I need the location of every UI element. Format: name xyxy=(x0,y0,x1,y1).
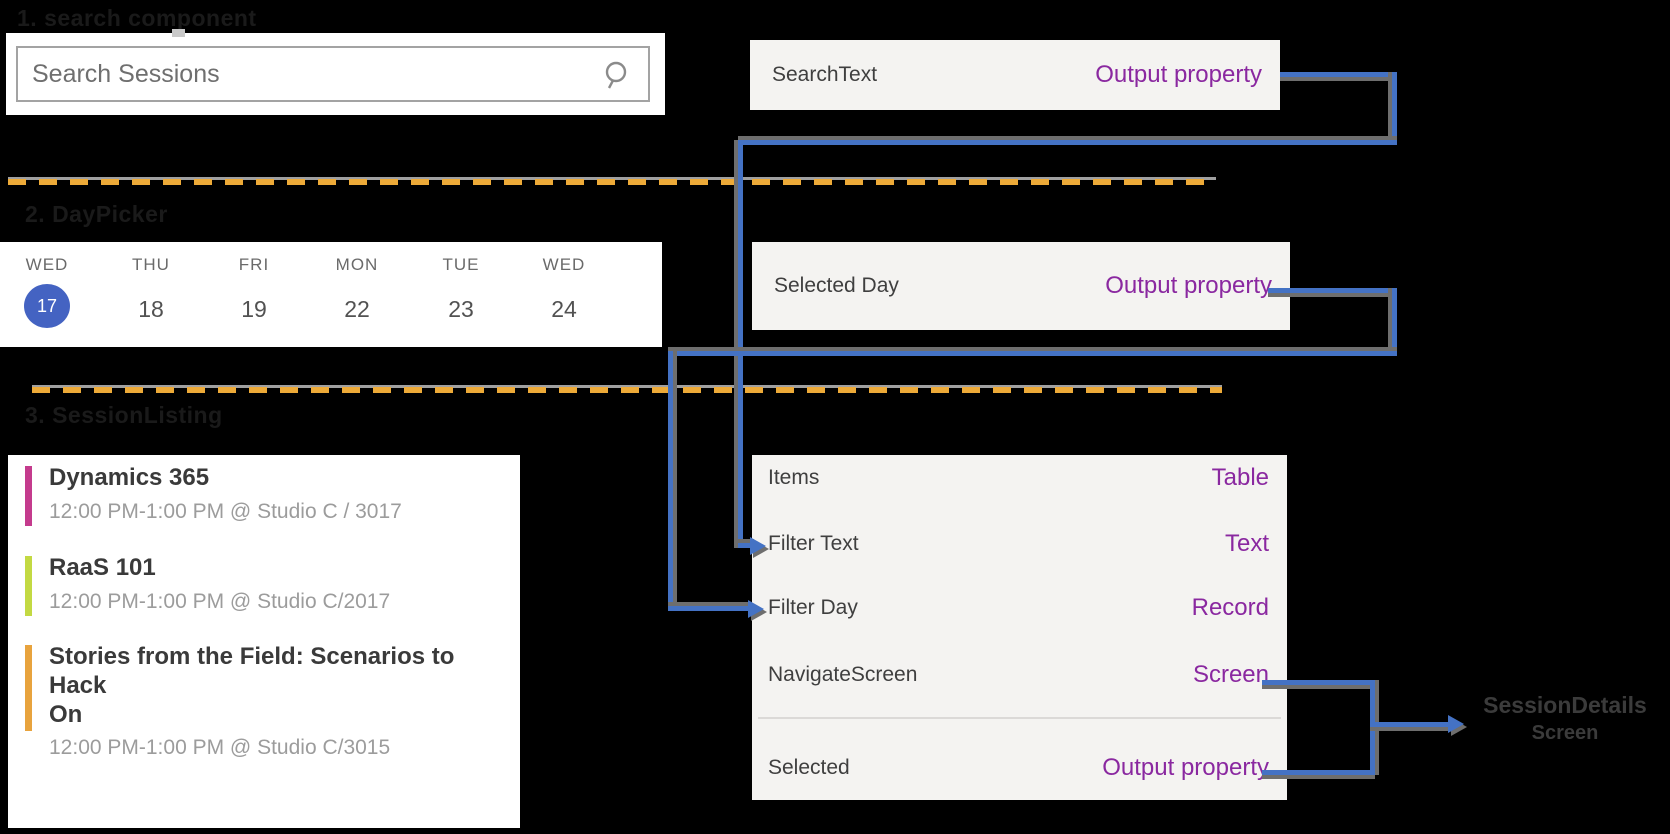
search-icon[interactable] xyxy=(600,58,636,99)
session-time: 12:00 PM-1:00 PM @ Studio C/3015 xyxy=(49,736,391,760)
search-input[interactable]: Search Sessions xyxy=(16,46,650,102)
day-cell-mon-22[interactable]: MON 22 xyxy=(305,242,409,331)
connector-selected-seg xyxy=(1262,770,1375,775)
connector-searchtext-seg xyxy=(1280,72,1392,77)
session-color-bar xyxy=(25,645,32,731)
property-type: Screen xyxy=(1192,661,1269,688)
day-cell-wed-17[interactable]: WED 17 xyxy=(0,242,99,328)
property-row-items[interactable]: Items Table xyxy=(768,461,1269,495)
target-screen-line2: Screen xyxy=(1531,722,1599,744)
dashed-separator-2 xyxy=(32,385,1222,394)
property-row-selected[interactable]: Selected Output property xyxy=(768,751,1269,785)
day-number[interactable]: 19 xyxy=(241,296,267,322)
connector-searchtext-seg xyxy=(738,543,754,548)
day-label: WED xyxy=(542,255,586,274)
sessiondetails-screen-label: SessionDetails Screen xyxy=(1470,692,1660,745)
property-label: Items xyxy=(768,466,820,489)
property-row-navigatescreen[interactable]: NavigateScreen Screen xyxy=(768,658,1269,692)
day-number[interactable]: 24 xyxy=(551,296,577,322)
session-color-bar xyxy=(25,556,32,616)
dashed-separator-1 xyxy=(8,177,1216,186)
session-title: Stories from the Field: Scenarios to Hac… xyxy=(49,643,455,728)
panel-divider xyxy=(758,717,1281,719)
connector-bracket-seg xyxy=(1370,722,1450,727)
property-row-filter-text[interactable]: Filter Text Text xyxy=(768,527,1269,561)
connector-selectedday-seg xyxy=(668,606,750,611)
day-cell-tue-23[interactable]: TUE 23 xyxy=(409,242,513,331)
session-time: 12:00 PM-1:00 PM @ Studio C / 3017 xyxy=(49,499,402,523)
connector-selectedday-seg xyxy=(1268,288,1397,293)
property-label: Filter Day xyxy=(768,596,858,619)
day-label: THU xyxy=(132,255,170,274)
property-label: Selected xyxy=(768,756,850,779)
searchtext-property-row[interactable]: SearchText Output property xyxy=(750,40,1280,110)
connector-bracket-seg xyxy=(1370,680,1375,775)
search-component-panel: Search Sessions xyxy=(6,33,665,115)
connector-navigatescreen-seg xyxy=(1262,680,1375,685)
sessionlisting-component: Dynamics 365 12:00 PM-1:00 PM @ Studio C… xyxy=(8,455,520,828)
connector-searchtext-seg xyxy=(738,140,743,548)
session-time: 12:00 PM-1:00 PM @ Studio C/2017 xyxy=(49,589,391,613)
selectedday-label: Selected Day xyxy=(774,274,899,297)
day-label: WED xyxy=(25,255,69,274)
property-type: Text xyxy=(1224,530,1269,557)
session-title: Dynamics 365 xyxy=(49,464,210,491)
searchtext-label: SearchText xyxy=(772,63,878,86)
sessionlisting-properties-panel: Items Table Filter Text Text Filter Day … xyxy=(752,455,1287,800)
day-cell-fri-19[interactable]: FRI 19 xyxy=(202,242,306,331)
day-cell-thu-18[interactable]: THU 18 xyxy=(99,242,203,331)
section-heading-sessionlisting: 3. SessionListing xyxy=(25,402,223,428)
section-heading-daypicker: 2. DayPicker xyxy=(25,201,168,227)
section-heading-search-component: 1. search component xyxy=(17,5,257,31)
cursor-artifact xyxy=(172,29,185,37)
connector-searchtext-seg xyxy=(738,140,1397,145)
property-label: NavigateScreen xyxy=(768,663,918,686)
day-label: TUE xyxy=(442,255,480,274)
session-title: RaaS 101 xyxy=(49,554,156,581)
connector-selectedday-seg xyxy=(668,351,1397,356)
session-item-raas-101[interactable]: RaaS 101 12:00 PM-1:00 PM @ Studio C/201… xyxy=(25,554,492,616)
selectedday-type: Output property xyxy=(1105,272,1272,299)
property-row-filter-day[interactable]: Filter Day Record xyxy=(768,591,1269,625)
day-number-selected[interactable]: 17 xyxy=(24,284,70,328)
property-label: Filter Text xyxy=(768,532,859,555)
day-number[interactable]: 23 xyxy=(448,296,474,322)
arrow-into-filter-day xyxy=(748,600,764,618)
property-type: Record xyxy=(1191,594,1269,621)
searchtext-type: Output property xyxy=(1095,61,1262,88)
connector-selectedday-seg xyxy=(1392,288,1397,356)
selectedday-property-row[interactable]: Selected Day Output property xyxy=(752,242,1290,330)
session-color-bar xyxy=(25,466,32,526)
day-cell-wed-24[interactable]: WED 24 xyxy=(512,242,616,331)
day-label: MON xyxy=(335,255,379,274)
search-placeholder: Search Sessions xyxy=(32,59,220,88)
connector-selectedday-seg xyxy=(668,351,673,611)
daypicker-component: WED 17 THU 18 FRI 19 MON 22 TUE 23 WED 2… xyxy=(0,242,662,347)
session-item-stories-from-the-field[interactable]: Stories from the Field: Scenarios to Hac… xyxy=(25,643,492,760)
day-number[interactable]: 18 xyxy=(138,296,164,322)
connector-searchtext-seg xyxy=(1392,72,1397,145)
property-type: Output property xyxy=(1102,754,1269,781)
day-label: FRI xyxy=(238,255,270,274)
arrow-into-filter-text xyxy=(750,537,766,555)
target-screen-line1: SessionDetails xyxy=(1483,692,1647,718)
property-type: Table xyxy=(1211,464,1269,491)
day-number[interactable]: 22 xyxy=(344,296,370,322)
arrow-into-sessiondetails-screen xyxy=(1448,715,1464,733)
session-item-dynamics-365[interactable]: Dynamics 365 12:00 PM-1:00 PM @ Studio C… xyxy=(25,464,492,526)
